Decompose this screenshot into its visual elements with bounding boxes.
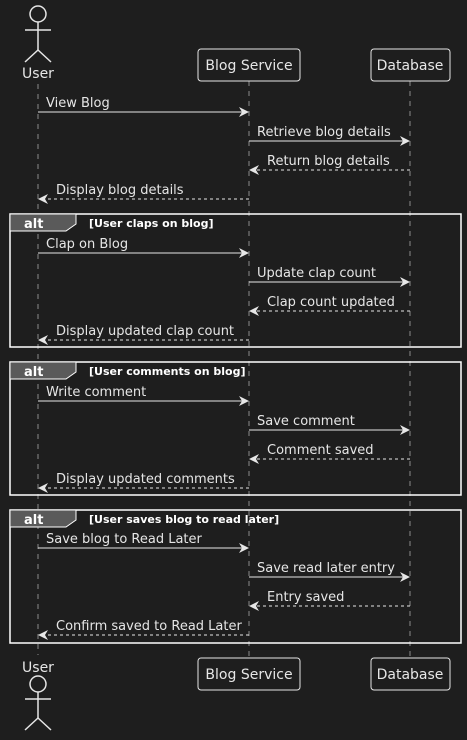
message-confirm-saved-to-read-later: Confirm saved to Read Later (56, 619, 242, 634)
alt-frame-comments (9, 361, 462, 496)
message-display-updated-comments: Display updated comments (56, 472, 235, 487)
participant-database-label-top: Database (377, 58, 444, 74)
alt-condition-comments: [User comments on blog] (89, 365, 245, 378)
participant-database-top (370, 48, 451, 82)
message-return-blog-details: Return blog details (267, 154, 390, 169)
alt-frame-claps (9, 213, 462, 348)
actor-user-bottom (24, 675, 52, 731)
message-save-blog-to-read-later: Save blog to Read Later (46, 532, 203, 547)
participant-blog-service-label-bottom: Blog Service (205, 667, 292, 683)
message-display-blog-details: Display blog details (56, 183, 184, 198)
alt-condition-read-later: [User saves blog to read later] (89, 513, 279, 526)
message-write-comment: Write comment (46, 385, 146, 400)
participant-database-bottom (370, 657, 451, 691)
alt-keyword-comments: alt (24, 365, 43, 380)
actor-user-top (24, 5, 52, 63)
message-save-comment: Save comment (257, 414, 355, 429)
participant-database-label-bottom: Database (377, 667, 444, 683)
message-save-read-later-entry: Save read later entry (257, 561, 395, 576)
participant-blog-service-bottom (197, 657, 301, 691)
actor-user-label-top: User (22, 66, 54, 82)
message-clap-count-updated: Clap count updated (267, 295, 395, 310)
message-entry-saved: Entry saved (267, 590, 344, 605)
message-display-updated-clap-count: Display updated clap count (56, 324, 234, 339)
participant-blog-service-label-top: Blog Service (205, 58, 292, 74)
alt-frame-read-later (9, 509, 462, 644)
message-clap-on-blog: Clap on Blog (46, 237, 128, 252)
message-retrieve-blog-details: Retrieve blog details (257, 125, 391, 140)
message-view-blog: View Blog (46, 96, 110, 111)
alt-keyword-claps: alt (24, 217, 43, 232)
actor-user-label-bottom: User (22, 660, 54, 676)
message-update-clap-count: Update clap count (257, 266, 376, 281)
message-comment-saved: Comment saved (267, 443, 374, 458)
participant-blog-service-top (197, 48, 301, 82)
alt-keyword-read-later: alt (24, 513, 43, 528)
alt-condition-claps: [User claps on blog] (89, 217, 214, 230)
